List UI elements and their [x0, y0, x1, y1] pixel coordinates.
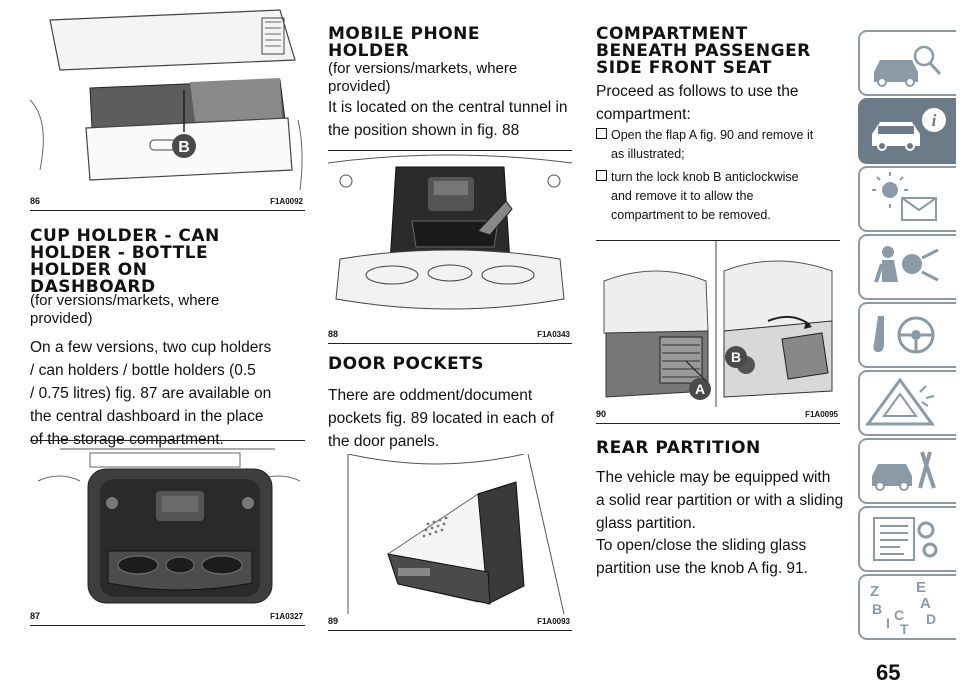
index-letter: D: [926, 611, 936, 627]
cup-holder-body: On a few versions, two cup holders/ can …: [30, 339, 272, 448]
specs-list-icon: [873, 517, 938, 561]
car-info-icon: i: [872, 108, 946, 151]
tab-index[interactable]: Z E A B C D T I: [858, 574, 956, 640]
figure-87-code: F1A0327: [270, 612, 303, 621]
page-number: 65: [876, 660, 901, 685]
warning-lights-icon: [872, 172, 937, 221]
figure-90-illustration: B A: [596, 241, 840, 407]
alphabet-index-icon: Z E A B C D T I: [870, 579, 936, 637]
bullet-checkbox-icon: [596, 170, 607, 181]
bullet-checkbox-icon: [596, 128, 607, 139]
info-glyph: i: [932, 111, 937, 130]
tab-technical-specifications[interactable]: [858, 506, 956, 572]
rear-partition-heading: REAR PARTITION: [596, 438, 761, 458]
figure-87: 87 F1A0327: [30, 440, 305, 626]
figure-87-illustration: [37, 448, 301, 604]
figure-89-code: F1A0093: [537, 617, 570, 626]
figure-86-callout-b: B: [178, 139, 190, 156]
chapter-sidebar: i: [858, 0, 960, 686]
figure-86-illustration: B: [30, 0, 305, 192]
tab-warning-lights[interactable]: [858, 166, 956, 232]
figure-90-callout-b: B: [731, 349, 741, 365]
figure-88-code: F1A0343: [537, 330, 570, 339]
tab-safety[interactable]: [858, 234, 956, 300]
figure-87-number: 87: [30, 611, 41, 621]
figure-86-number: 86: [30, 196, 41, 206]
figure-88: 88 F1A0343: [328, 150, 572, 344]
steering-wheel-icon: [873, 316, 935, 354]
figure-89-illustration: [347, 454, 565, 614]
airbag-safety-icon: [874, 246, 939, 283]
figure-88-number: 88: [328, 329, 339, 339]
figure-89: 89 F1A0093: [328, 454, 572, 631]
figure-89-number: 89: [328, 616, 339, 626]
warning-triangle-icon: [865, 377, 935, 426]
index-letter: Z: [870, 583, 879, 600]
figure-90: B A 90 F1A0095: [596, 240, 840, 424]
tab-getting-to-know-car[interactable]: [858, 30, 956, 96]
door-pockets-heading: DOOR POCKETS: [328, 354, 485, 374]
index-letter: T: [900, 621, 909, 637]
tab-servicing-care[interactable]: [858, 438, 956, 504]
index-letter: C: [894, 607, 904, 623]
bullet-turn-knob: turn the lock knob B anticlockwise and r…: [596, 168, 846, 225]
figure-90-code: F1A0095: [805, 410, 838, 419]
car-magnifier-icon: [874, 45, 942, 87]
figure-90-number: 90: [596, 409, 607, 419]
tab-starting-driving[interactable]: [858, 302, 956, 368]
figure-86-code: F1A0092: [270, 197, 303, 206]
car-service-icon: [872, 451, 936, 491]
index-letter: B: [872, 601, 882, 617]
figure-86: B 86 F1A0092: [30, 0, 305, 211]
figure-90-callout-a: A: [695, 381, 705, 397]
tab-knowing-your-car[interactable]: i: [858, 98, 956, 164]
index-letter: E: [916, 579, 926, 596]
index-letter: I: [886, 615, 890, 631]
figure-88-illustration: [328, 154, 572, 310]
index-letter: A: [920, 595, 931, 612]
tab-in-an-emergency[interactable]: [858, 370, 956, 436]
bullet-open-flap: Open the flap A fig. 90 and remove it as…: [596, 126, 846, 164]
